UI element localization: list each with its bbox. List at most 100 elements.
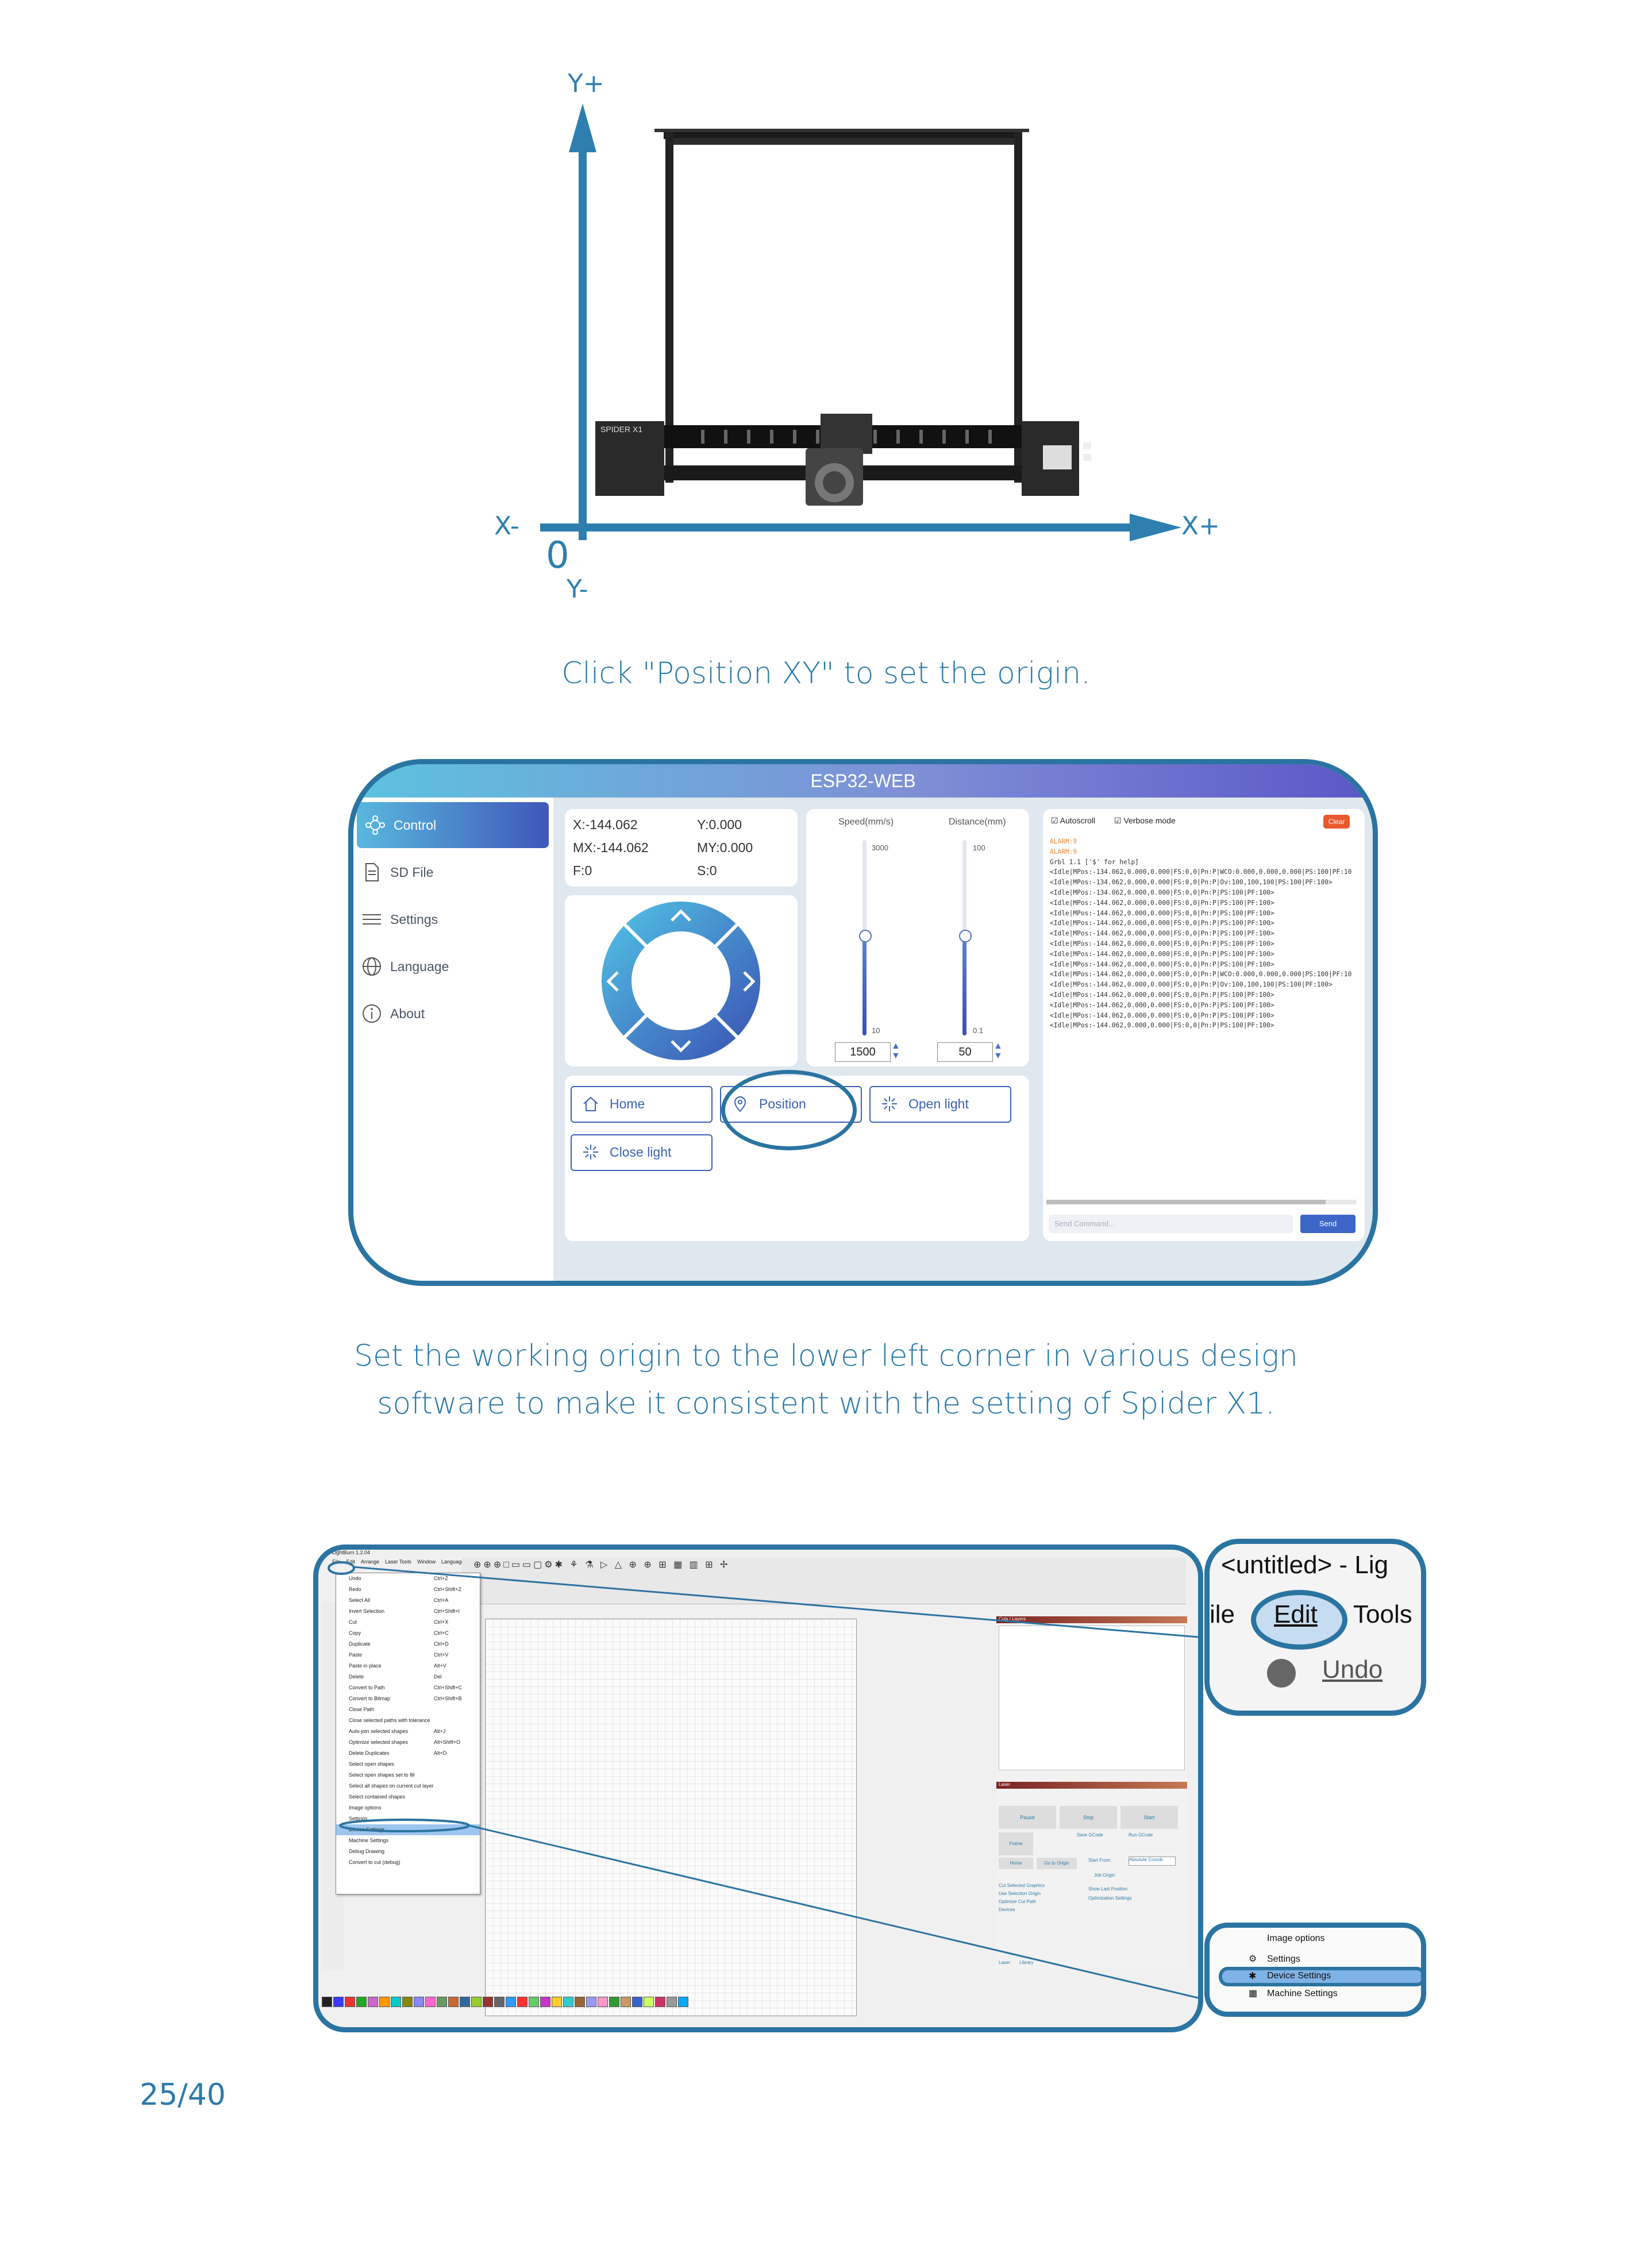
zoom-image-options[interactable]: Image options <box>1267 1934 1325 1943</box>
edit-menu-item[interactable]: Settings <box>336 1813 480 1824</box>
palette-swatch[interactable] <box>667 1997 677 2007</box>
laser-tab[interactable]: Laser <box>999 1960 1011 1965</box>
devices-button[interactable]: Devices <box>999 1907 1015 1912</box>
jog-right-icon[interactable] <box>741 970 758 993</box>
palette-swatch[interactable] <box>322 1997 332 2007</box>
menu-item-laser-tools[interactable]: Laser Tools <box>385 1559 411 1565</box>
save-gcode-button[interactable]: Save GCode <box>1077 1832 1103 1838</box>
palette-swatch[interactable] <box>655 1997 665 2007</box>
edit-menu-item[interactable]: Select open shapes set to fill <box>336 1770 480 1781</box>
edit-menu-item[interactable]: Select contained shapes <box>336 1792 480 1802</box>
show-last-position-button[interactable]: Show Last Position <box>1088 1886 1128 1892</box>
menu-item-window[interactable]: Window <box>417 1559 436 1565</box>
sidebar-item-settings[interactable]: Settings <box>353 896 549 942</box>
palette-swatch[interactable] <box>333 1997 344 2007</box>
palette-swatch[interactable] <box>483 1997 493 2007</box>
run-gcode-button[interactable]: Run GCode <box>1129 1832 1153 1838</box>
optimization-settings-button[interactable]: Optimization Settings <box>1088 1896 1132 1901</box>
palette-swatch[interactable] <box>391 1997 401 2007</box>
home-button[interactable]: Home <box>571 1086 713 1123</box>
pause-button[interactable]: Pause <box>999 1806 1056 1829</box>
palette-swatch[interactable] <box>414 1997 424 2007</box>
edit-menu-item[interactable]: Select all shapes on current cut layer <box>336 1781 480 1792</box>
sidebar-item-control[interactable]: Control <box>357 802 549 848</box>
sidebar-item-language[interactable]: Language <box>353 943 549 989</box>
menu-item-arrange[interactable]: Arrange <box>361 1559 380 1565</box>
speed-slider-thumb[interactable] <box>859 930 872 942</box>
go-to-origin-button[interactable]: Go to Origin <box>1037 1858 1077 1869</box>
optimize-cut-path-checkbox[interactable]: Optimize Cut Path <box>999 1899 1036 1904</box>
distance-input[interactable]: 50 <box>937 1042 993 1062</box>
palette-swatch[interactable] <box>632 1997 642 2007</box>
palette-swatch[interactable] <box>471 1997 482 2007</box>
open-light-button[interactable]: Open light <box>869 1086 1011 1123</box>
palette-swatch[interactable] <box>506 1997 516 2007</box>
palette-swatch[interactable] <box>425 1997 436 2007</box>
stop-button[interactable]: Stop <box>1060 1806 1117 1829</box>
speed-input[interactable]: 1500 <box>835 1042 891 1062</box>
cuts-layers-list[interactable] <box>999 1626 1185 1770</box>
palette-swatch[interactable] <box>379 1997 390 2007</box>
zoom-file-menu[interactable]: ile <box>1210 1600 1235 1628</box>
close-light-button[interactable]: Close light <box>571 1134 713 1171</box>
send-button[interactable]: Send <box>1300 1215 1356 1233</box>
edit-menu-item[interactable]: Debug Drawing <box>336 1846 480 1857</box>
edit-menu-item[interactable]: Image options <box>336 1802 480 1813</box>
command-input[interactable]: Send Command... <box>1049 1215 1293 1233</box>
edit-menu-item[interactable]: Convert to cut (debug) <box>336 1857 480 1868</box>
palette-swatch[interactable] <box>437 1997 447 2007</box>
zoom-settings-item[interactable]: Settings <box>1267 1954 1300 1964</box>
palette-swatch[interactable] <box>575 1997 585 2007</box>
clear-button[interactable]: Clear <box>1323 815 1350 829</box>
palette-swatch[interactable] <box>494 1997 505 2007</box>
palette-swatch[interactable] <box>402 1997 413 2007</box>
distance-stepper-icon[interactable]: ▲▼ <box>993 1041 1003 1061</box>
palette-swatch[interactable] <box>448 1997 459 2007</box>
frame-button[interactable]: Frame <box>999 1832 1033 1855</box>
palette-swatch[interactable] <box>356 1997 367 2007</box>
sidebar-item-about[interactable]: About <box>353 991 549 1037</box>
edit-menu-item[interactable]: Close selected paths with tolerance <box>336 1715 480 1726</box>
edit-menu-item[interactable]: Select open shapes <box>336 1759 480 1770</box>
library-tab[interactable]: Library <box>1019 1960 1034 1965</box>
palette-swatch[interactable] <box>586 1997 596 2007</box>
speed-stepper-icon[interactable]: ▲▼ <box>891 1041 900 1061</box>
start-from-select[interactable]: Absolute Coords <box>1129 1857 1176 1866</box>
zoom-edit-menu-item[interactable]: Edit <box>1274 1600 1318 1628</box>
palette-swatch[interactable] <box>460 1997 470 2007</box>
jog-up-icon[interactable] <box>669 907 692 924</box>
distance-slider-thumb[interactable] <box>959 930 972 942</box>
zoom-tools-menu[interactable]: Tools <box>1353 1600 1412 1628</box>
edit-menu-item[interactable]: Machine Settings <box>336 1835 480 1846</box>
palette-swatch[interactable] <box>552 1997 562 2007</box>
zoom-machine-settings-item[interactable]: Machine Settings <box>1267 1989 1338 1998</box>
palette-swatch[interactable] <box>345 1997 355 2007</box>
palette-swatch[interactable] <box>598 1997 608 2007</box>
start-button[interactable]: Start <box>1120 1806 1178 1829</box>
palette-swatch[interactable] <box>609 1997 619 2007</box>
menu-item-edit[interactable]: Edit <box>346 1559 356 1565</box>
home-button-lb[interactable]: Home <box>999 1858 1033 1869</box>
use-selection-origin-checkbox[interactable]: Use Selection Origin <box>999 1891 1041 1896</box>
jog-left-icon[interactable] <box>604 970 621 993</box>
lightburn-canvas[interactable] <box>485 1619 857 2016</box>
palette-swatch[interactable] <box>368 1997 378 2007</box>
palette-swatch[interactable] <box>563 1997 573 2007</box>
palette-swatch[interactable] <box>621 1997 631 2007</box>
zoom-undo-item[interactable]: Undo <box>1322 1655 1383 1684</box>
zoom-device-settings-item[interactable]: Device Settings <box>1267 1971 1331 1981</box>
edit-menu-item[interactable]: Close Path <box>336 1704 480 1715</box>
